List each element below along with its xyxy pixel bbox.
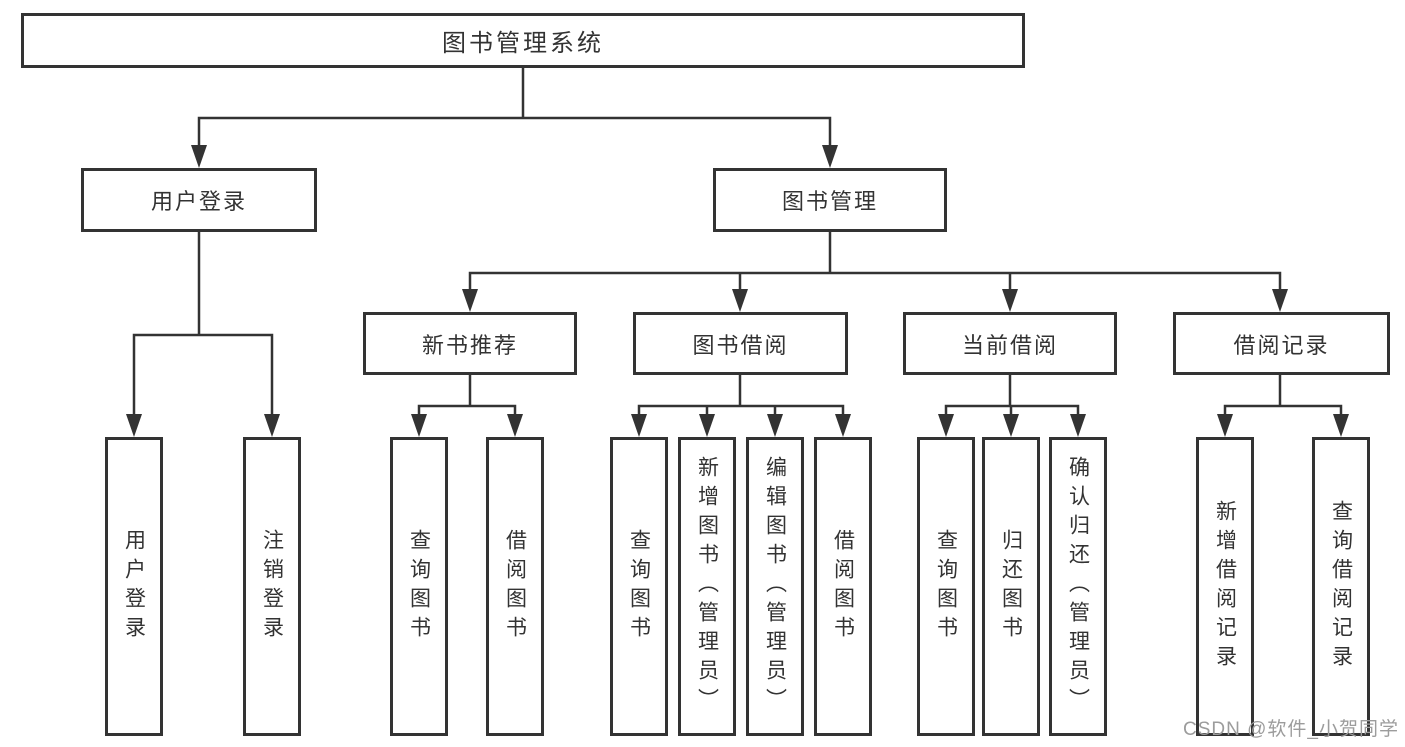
arrow-icon <box>411 414 427 437</box>
node-new-book-recommend: 新书推荐 <box>363 312 577 375</box>
arrow-icon <box>1002 289 1018 312</box>
arrow-icon <box>1217 414 1233 437</box>
node-leaf-confirm-return-admin: 确认归还（管理员） <box>1049 437 1107 736</box>
node-root: 图书管理系统 <box>21 13 1025 68</box>
arrow-icon <box>1333 414 1349 437</box>
node-leaf-add-book-admin: 新增图书（管理员） <box>678 437 736 736</box>
arrow-icon <box>1070 414 1086 437</box>
node-leaf-query-book-2: 查询图书 <box>610 437 668 736</box>
connector-lines <box>132 66 1343 419</box>
node-leaf-query-borrow-record: 查询借阅记录 <box>1312 437 1370 736</box>
node-borrow-records: 借阅记录 <box>1173 312 1390 375</box>
node-user-login: 用户登录 <box>81 168 317 232</box>
node-leaf-edit-book-admin: 编辑图书（管理员） <box>746 437 804 736</box>
csdn-watermark: CSDN @软件_小贺同学 <box>1183 719 1399 740</box>
arrow-icon <box>835 414 851 437</box>
node-leaf-borrow-book-1: 借阅图书 <box>486 437 544 736</box>
arrow-icon <box>507 414 523 437</box>
node-book-borrow: 图书借阅 <box>633 312 848 375</box>
node-leaf-borrow-book-2: 借阅图书 <box>814 437 872 736</box>
arrow-icon <box>631 414 647 437</box>
arrow-icon <box>732 289 748 312</box>
node-book-management: 图书管理 <box>713 168 947 232</box>
arrow-icon <box>191 145 207 168</box>
arrow-icon <box>1272 289 1288 312</box>
arrow-icon <box>767 414 783 437</box>
arrow-icon <box>126 414 142 437</box>
node-leaf-query-book-1: 查询图书 <box>390 437 448 736</box>
node-leaf-logout: 注销登录 <box>243 437 301 736</box>
arrow-icon <box>1003 414 1019 437</box>
node-leaf-return-book: 归还图书 <box>982 437 1040 736</box>
arrow-icon <box>938 414 954 437</box>
arrow-icon <box>264 414 280 437</box>
arrow-icon <box>699 414 715 437</box>
arrow-icon <box>822 145 838 168</box>
arrowheads <box>126 145 1349 437</box>
node-leaf-add-borrow-record: 新增借阅记录 <box>1196 437 1254 736</box>
node-current-borrow: 当前借阅 <box>903 312 1117 375</box>
arrow-icon <box>462 289 478 312</box>
node-leaf-query-book-3: 查询图书 <box>917 437 975 736</box>
node-leaf-user-login: 用户登录 <box>105 437 163 736</box>
